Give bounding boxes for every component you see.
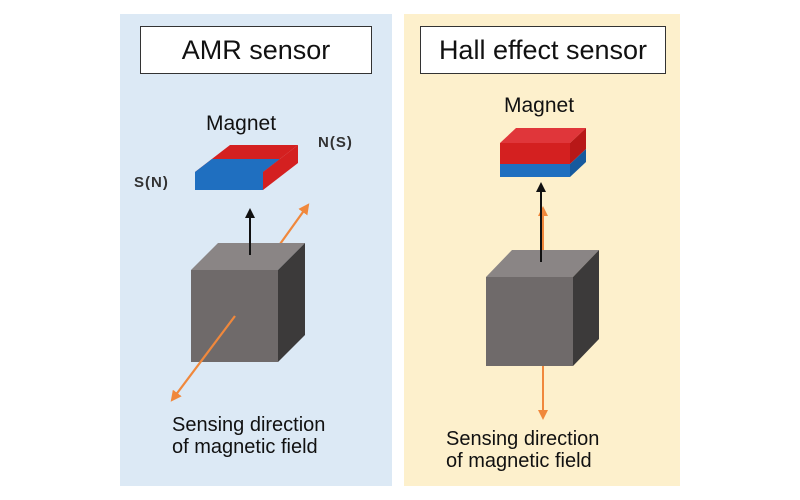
- hall-sensor-cube: [486, 250, 599, 366]
- amr-magnet-side: [263, 145, 298, 190]
- amr-title: AMR sensor: [140, 26, 372, 74]
- hall-magnet-top: [500, 128, 586, 143]
- amr-caption-line2: of magnetic field: [172, 436, 318, 458]
- amr-cube-top: [191, 243, 305, 270]
- hall-magnet-label: Magnet: [504, 94, 575, 117]
- amr-magnet-label: Magnet: [206, 112, 277, 135]
- amr-caption-line1: Sensing direction: [172, 414, 326, 436]
- hall-caption-line1: Sensing direction: [446, 428, 600, 450]
- amr-sensing-arrow-lower: [170, 315, 236, 402]
- hall-cube-side: [573, 250, 599, 366]
- amr-pole-left-label: S(N): [134, 174, 169, 191]
- amr-caption: Sensing direction of magnetic field: [172, 414, 325, 458]
- hall-magnet: [500, 128, 586, 177]
- amr-cube-side: [278, 243, 305, 362]
- amr-magnet-top-blue: [195, 159, 280, 172]
- amr-magnet: [195, 145, 298, 190]
- amr-sensor-cube: [191, 243, 305, 362]
- hall-magnet-front-blue: [500, 164, 570, 177]
- amr-panel: AMR sensor Magnet S(N) N(S) Sensing dire…: [120, 14, 392, 486]
- hall-magnet-front-red: [500, 143, 570, 164]
- hall-cube-top: [486, 250, 599, 277]
- hall-title: Hall effect sensor: [420, 26, 666, 74]
- hall-caption-line2: of magnetic field: [446, 450, 592, 472]
- amr-magnet-front: [195, 172, 263, 190]
- hall-cube-front: [486, 277, 573, 366]
- amr-pole-right-label: N(S): [318, 134, 353, 151]
- hall-caption: Sensing direction of magnetic field: [446, 428, 599, 472]
- hall-magnet-side-red: [570, 128, 586, 164]
- hall-magnet-side-blue: [570, 149, 586, 177]
